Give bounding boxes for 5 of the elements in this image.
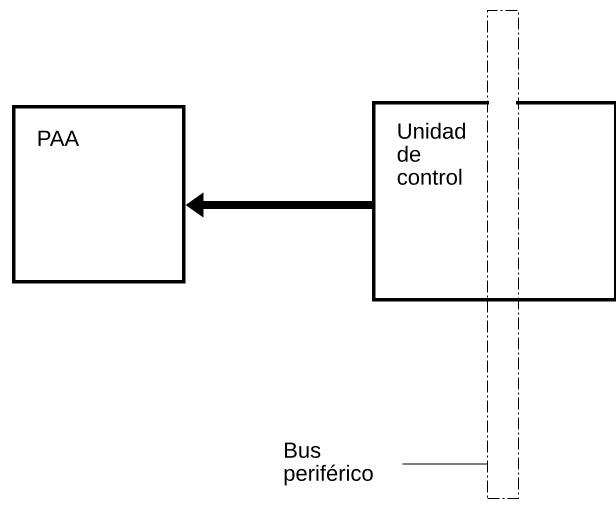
process-box: Unidad de control — [372, 101, 616, 302]
bus-label: Bus periférico — [284, 442, 373, 486]
leader-line — [402, 463, 488, 464]
bus-bar — [487, 10, 519, 499]
process-box: PAA — [12, 105, 186, 284]
